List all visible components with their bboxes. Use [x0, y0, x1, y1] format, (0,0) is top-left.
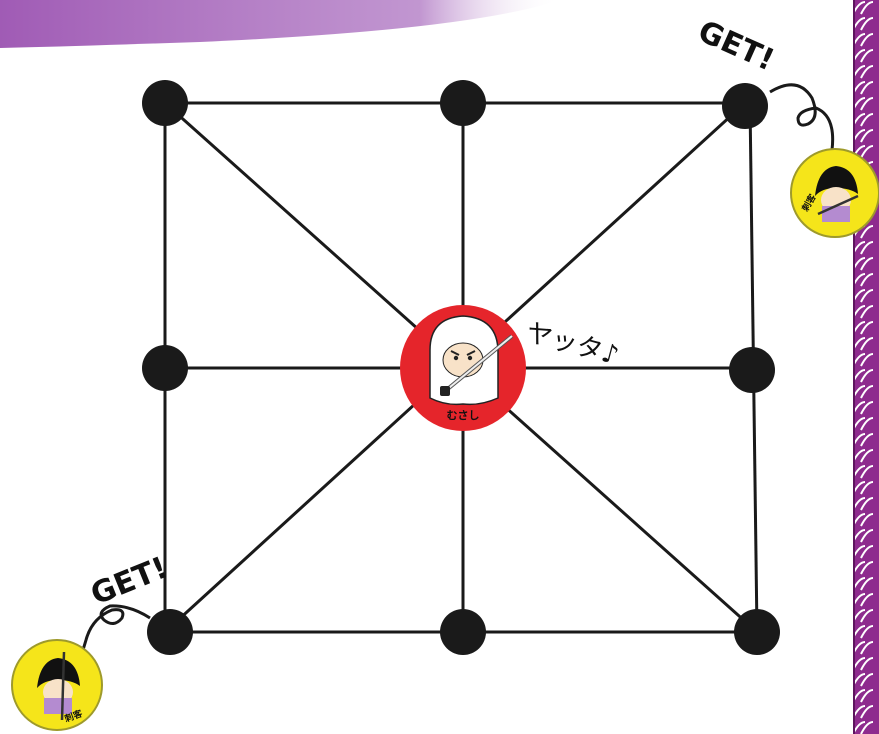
opponent-piece-bottom-left[interactable]: 刺客 — [12, 606, 150, 730]
stone-middle-left[interactable] — [142, 345, 188, 391]
stone-bottom-right[interactable] — [734, 609, 780, 655]
connector-curve-top — [770, 85, 833, 160]
stone-top-center[interactable] — [440, 80, 486, 126]
musashi-label: むさし — [447, 409, 480, 422]
opponent-piece-top-right[interactable]: 刺客 — [770, 85, 879, 237]
stone-top-right[interactable] — [722, 83, 768, 129]
stone-bottom-left[interactable] — [147, 609, 193, 655]
stone-top-left[interactable] — [142, 80, 188, 126]
connector-curve-bottom — [80, 606, 150, 660]
stone-bottom-center[interactable] — [440, 609, 486, 655]
player-piece-musashi[interactable]: むさし — [400, 305, 526, 431]
stone-middle-right[interactable] — [729, 347, 775, 393]
